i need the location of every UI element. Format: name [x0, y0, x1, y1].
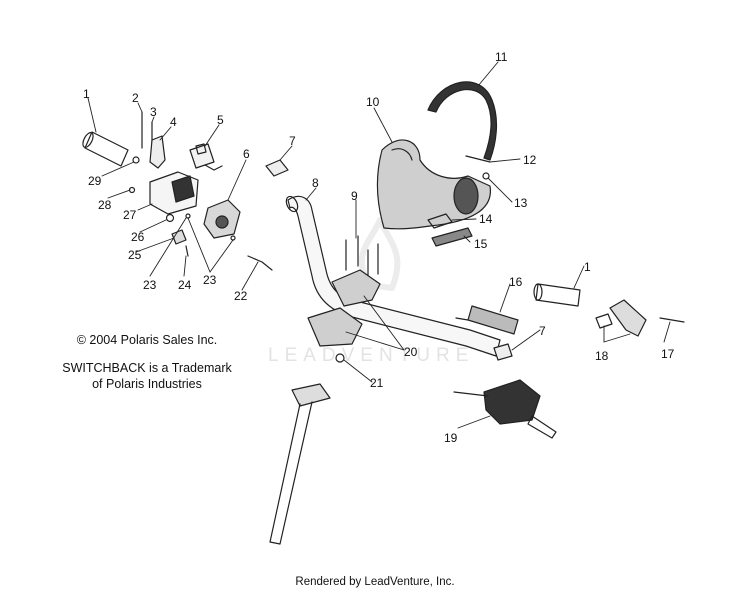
cable-22 [247, 255, 273, 271]
hand-guard-10 [376, 139, 491, 230]
nut-26 [165, 213, 175, 223]
copyright-note: © 2004 Polaris Sales Inc. [76, 333, 218, 347]
callout-29: 29 [88, 174, 102, 188]
grip-right-1 [533, 283, 581, 307]
callout-28: 28 [98, 198, 112, 212]
callout-24: 24 [178, 278, 192, 292]
callout-22: 22 [234, 289, 248, 303]
screw-23a [185, 213, 191, 219]
callout-20: 20 [404, 345, 418, 359]
washer-29 [132, 156, 140, 164]
trademark-line-2: of Polaris Industries [92, 377, 202, 391]
callout-3: 3 [150, 105, 157, 119]
block-25 [171, 229, 187, 245]
nut-21 [335, 353, 345, 363]
callout-13: 13 [514, 196, 528, 210]
screw-23b [230, 235, 236, 241]
housing-27 [149, 171, 199, 215]
callout-19: 19 [444, 431, 458, 445]
handlebar-8 [285, 195, 501, 357]
callout-11: 11 [495, 50, 508, 64]
callout-5: 5 [217, 113, 224, 127]
callout-2: 2 [132, 91, 139, 105]
callout-21: 21 [370, 376, 384, 390]
watermark-flame [358, 217, 401, 291]
end-cap-7a [265, 159, 289, 177]
callout-4: 4 [170, 115, 177, 129]
brake-19 [453, 379, 557, 439]
leader-lines [87, 61, 671, 429]
callout-labels: 1 2 3 4 5 6 7 8 9 10 11 12 13 14 15 16 1… [83, 50, 675, 445]
footer-credit: Rendered by LeadVenture, Inc. [295, 576, 455, 588]
callout-12: 12 [523, 153, 537, 167]
steering-post [269, 383, 331, 545]
watermark: LEADVENTURE [268, 345, 475, 366]
callout-14: 14 [479, 212, 493, 226]
callout-6: 6 [243, 147, 250, 161]
switch-5 [189, 143, 223, 171]
callout-10: 10 [366, 95, 380, 109]
callout-23b: 23 [203, 273, 217, 287]
callout-23a: 23 [143, 278, 157, 292]
throttle-18 [595, 299, 647, 337]
bracket-4 [149, 135, 166, 169]
bracket-14 [427, 213, 453, 229]
callout-7a: 7 [289, 134, 296, 148]
callout-8: 8 [312, 176, 319, 190]
callout-17: 17 [661, 347, 675, 361]
screw-12 [465, 155, 491, 163]
callout-7b: 7 [539, 324, 546, 338]
trademark-line-1: SWITCHBACK is a Trademark [62, 361, 232, 375]
housing-6 [203, 199, 241, 239]
grip-right-16 [455, 305, 519, 335]
callout-18: 18 [595, 349, 609, 363]
callout-27: 27 [123, 208, 137, 222]
callout-25: 25 [128, 248, 142, 262]
callout-1a: 1 [83, 87, 90, 101]
callout-26: 26 [131, 230, 145, 244]
screw-24 [185, 245, 189, 257]
callout-16: 16 [509, 275, 523, 289]
callout-9: 9 [351, 189, 358, 203]
strip-15 [431, 227, 473, 247]
nut-13 [482, 172, 490, 180]
callout-1b: 1 [584, 260, 591, 274]
pin-17 [659, 317, 685, 323]
guard-loop-11 [427, 81, 498, 161]
end-cap-7b [493, 343, 513, 361]
clamps-20 [307, 269, 381, 347]
grip-left [82, 131, 129, 167]
callout-15: 15 [474, 237, 488, 251]
